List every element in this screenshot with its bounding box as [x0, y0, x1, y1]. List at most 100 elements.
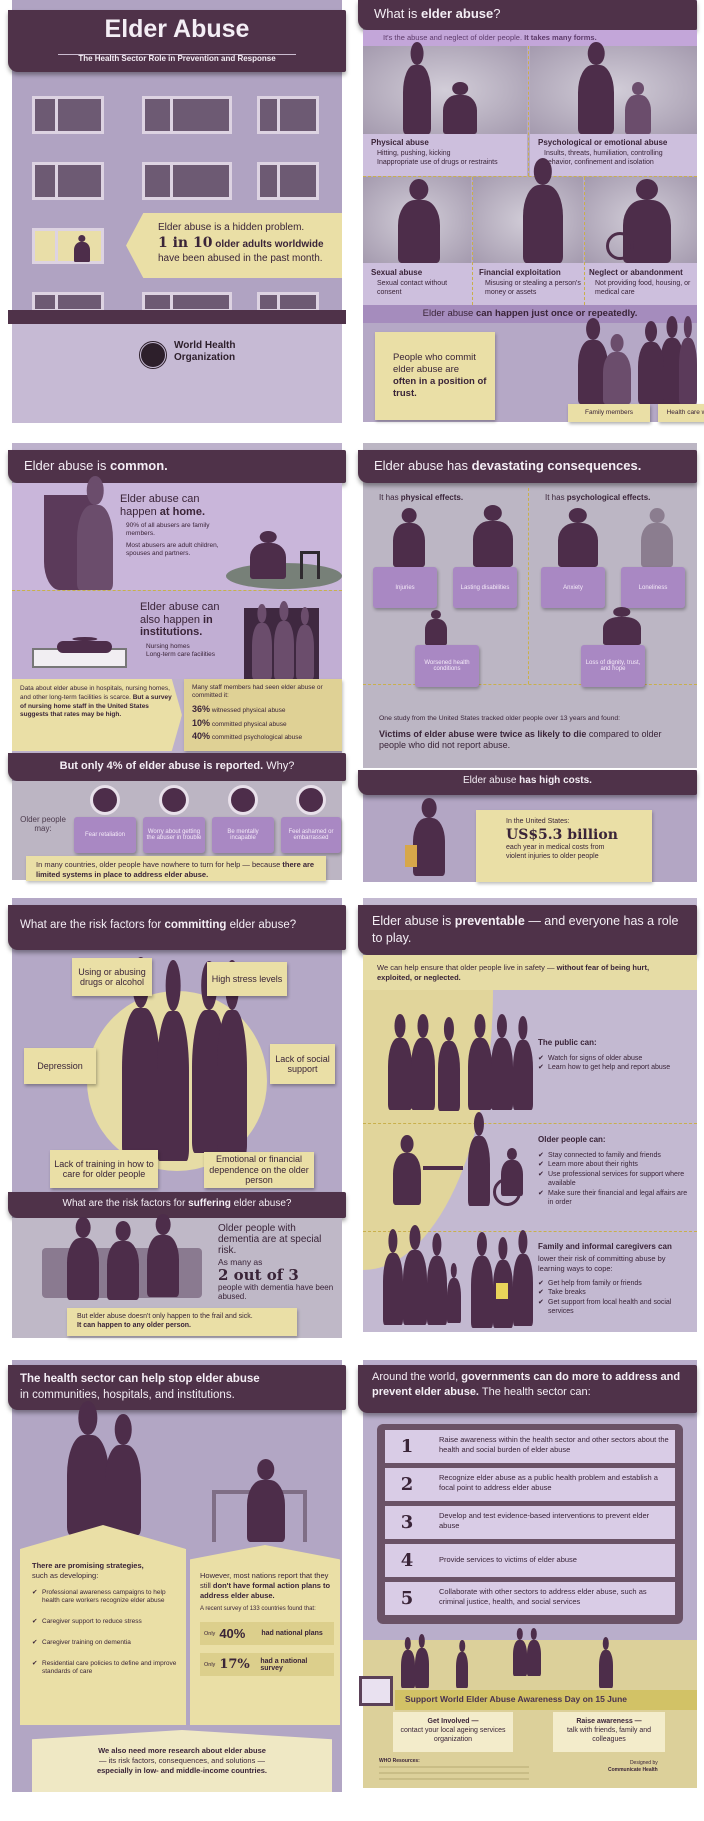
dementia-pre: As many as	[218, 1257, 263, 1267]
label-bold: psychological effects.	[566, 493, 651, 502]
cover-panel: Elder Abuse The Health Sector Role in Pr…	[8, 0, 346, 423]
data-bold: But a survey of nursing home staff in th…	[20, 693, 172, 719]
consequences-panel: Elder abuse has devastating consequences…	[358, 443, 697, 768]
stat-prefix: Only	[204, 1630, 216, 1637]
staff-intro: Many staff members had seen elder abuse …	[192, 684, 323, 700]
risk-factor: Depression	[24, 1048, 96, 1084]
strategies-box: There are promising strategies,such as d…	[20, 1525, 186, 1725]
suffering-header: What are the risk factors for suffering …	[8, 1192, 346, 1218]
box-title: Raise awareness —	[576, 1718, 642, 1725]
person-silhouette	[105, 1445, 141, 1535]
costs-value: US$5.3 billion	[506, 826, 618, 843]
stat-value: 40%	[192, 731, 211, 742]
public-list: The public can: Watch for signs of older…	[538, 1038, 688, 1073]
financial-exploitation-caption: Financial exploitation Misusing or steal…	[479, 268, 581, 298]
stat-label: witnessed physical abuse	[211, 706, 286, 714]
list-title: Family and informal caregivers can	[538, 1242, 672, 1251]
strategy-item: Professional awareness campaigns to help…	[32, 1589, 178, 1607]
costs-callout: In the United States: US$5.3 billion eac…	[476, 810, 652, 882]
action-row: 4 Provide services to victims of elder ab…	[385, 1544, 675, 1577]
window	[142, 162, 232, 200]
person-silhouette	[393, 1153, 421, 1205]
box-title: Get Involved —	[427, 1718, 479, 1725]
research-box: We also need more research about elder a…	[32, 1730, 332, 1792]
action-text: Provide services to victims of elder abu…	[439, 1555, 577, 1564]
person-silhouette	[147, 1235, 179, 1297]
reason-card: Feel ashamed or embarrassed	[281, 817, 341, 853]
section-header: Elder abuse has high costs.	[358, 770, 697, 795]
data-text: Data about elder abuse in hospitals, nur…	[20, 685, 170, 701]
section-header: What is elder abuse?	[358, 0, 697, 30]
repeat-strip: Elder abuse can happen just once or repe…	[363, 305, 697, 323]
sexual-abuse-caption: Sexual abuse Sexual contact without cons…	[371, 268, 469, 298]
heading-text: Elder abuse is	[372, 914, 455, 928]
person-silhouette	[443, 95, 477, 134]
divider	[584, 177, 585, 305]
nations-box: However, most nations report that they s…	[190, 1545, 340, 1725]
callout-stat-text: older adults worldwide	[215, 239, 324, 250]
list-item: Use professional services for support wh…	[538, 1170, 688, 1189]
family-list: Family and informal caregivers can lower…	[538, 1242, 688, 1317]
strategy-item: Caregiver support to reduce stress	[32, 1618, 178, 1627]
intro-text: We can help ensure that older people liv…	[377, 963, 557, 972]
risk-factor: Lack of social support	[270, 1044, 335, 1084]
any-older-person-note: But elder abuse doesn't only happen to t…	[67, 1308, 297, 1336]
nations-plain: However, most nations report that they s…	[200, 1571, 329, 1590]
person-silhouette	[603, 617, 641, 645]
heading-bold: The health sector can help stop elder ab…	[20, 1373, 260, 1385]
lit-window	[32, 228, 104, 264]
heading-bold: elder abuse	[420, 6, 494, 21]
nations-text: However, most nations report that they s…	[200, 1571, 334, 1600]
designed-by: Designed by	[629, 1760, 658, 1766]
page-title: Elder Abuse	[104, 15, 250, 43]
clipboard-icon	[496, 1283, 508, 1299]
strategy-item: Caregiver training on dementia	[32, 1639, 178, 1648]
cover-header: Elder Abuse The Health Sector Role in Pr…	[8, 10, 346, 72]
person-silhouette	[403, 65, 431, 134]
reported-heading-bold: But only 4% of elder abuse is reported.	[59, 760, 264, 772]
heading-text: The health sector can:	[479, 1385, 591, 1398]
window	[257, 292, 319, 312]
psych-effects-label: It has psychological effects.	[545, 493, 650, 502]
risk-factor: Lack of training in how to care for olde…	[50, 1150, 158, 1188]
person-silhouette	[513, 1040, 533, 1110]
research-bold: especially in low- and middle-income cou…	[96, 1766, 268, 1776]
person-silhouette	[641, 523, 673, 567]
logo-area	[12, 324, 342, 423]
home-text: Elder abuse can happen at home. 90% of a…	[120, 493, 222, 558]
strategy-item: Residential care policies to define and …	[32, 1660, 178, 1678]
desk-illustration	[423, 1166, 463, 1170]
window	[142, 292, 232, 312]
form-bullet: Insults, threats, humiliation, controlli…	[544, 150, 663, 166]
get-involved-box: Get Involved —contact your local ageing …	[393, 1712, 513, 1752]
heading-bold: common.	[110, 458, 168, 473]
intro-strip: It's the abuse and neglect of older peop…	[363, 30, 697, 46]
label-text: It has	[379, 493, 401, 502]
divider	[472, 177, 473, 305]
reported-heading-text: Why?	[263, 760, 295, 772]
person-silhouette	[274, 621, 294, 679]
list-item: Learn how to get help and report abuse	[538, 1063, 688, 1073]
trust-bold: often in a position of trust.	[393, 375, 487, 399]
staff-stat: 40% committed psychological abuse	[192, 731, 334, 743]
effect-loss-of-dignity: Loss of dignity, trust, and hope	[581, 645, 645, 687]
person-silhouette	[523, 185, 563, 263]
person-silhouette	[413, 818, 445, 876]
data-scarce-box: Data about elder abuse in hospitals, nur…	[12, 679, 182, 751]
home-bullet: 90% of all abusers are family members.	[126, 522, 210, 538]
list-item: Get help from family or friends	[538, 1279, 688, 1289]
heading-bold: preventable	[454, 914, 525, 928]
section-header: Around the world, governments can do mor…	[358, 1365, 697, 1413]
who-logo-text: World Health Organization	[174, 340, 235, 364]
incapable-icon	[228, 785, 258, 815]
callout-stat: 1 in 10	[158, 235, 213, 251]
institution-text: Elder abuse can also happen in instituti…	[140, 601, 240, 659]
action-number: 4	[400, 1550, 414, 1571]
physical-abuse-caption	[363, 134, 527, 176]
who-logo-icon	[138, 340, 168, 370]
divider	[363, 176, 697, 177]
heading-text: elder abuse?	[230, 1198, 292, 1209]
